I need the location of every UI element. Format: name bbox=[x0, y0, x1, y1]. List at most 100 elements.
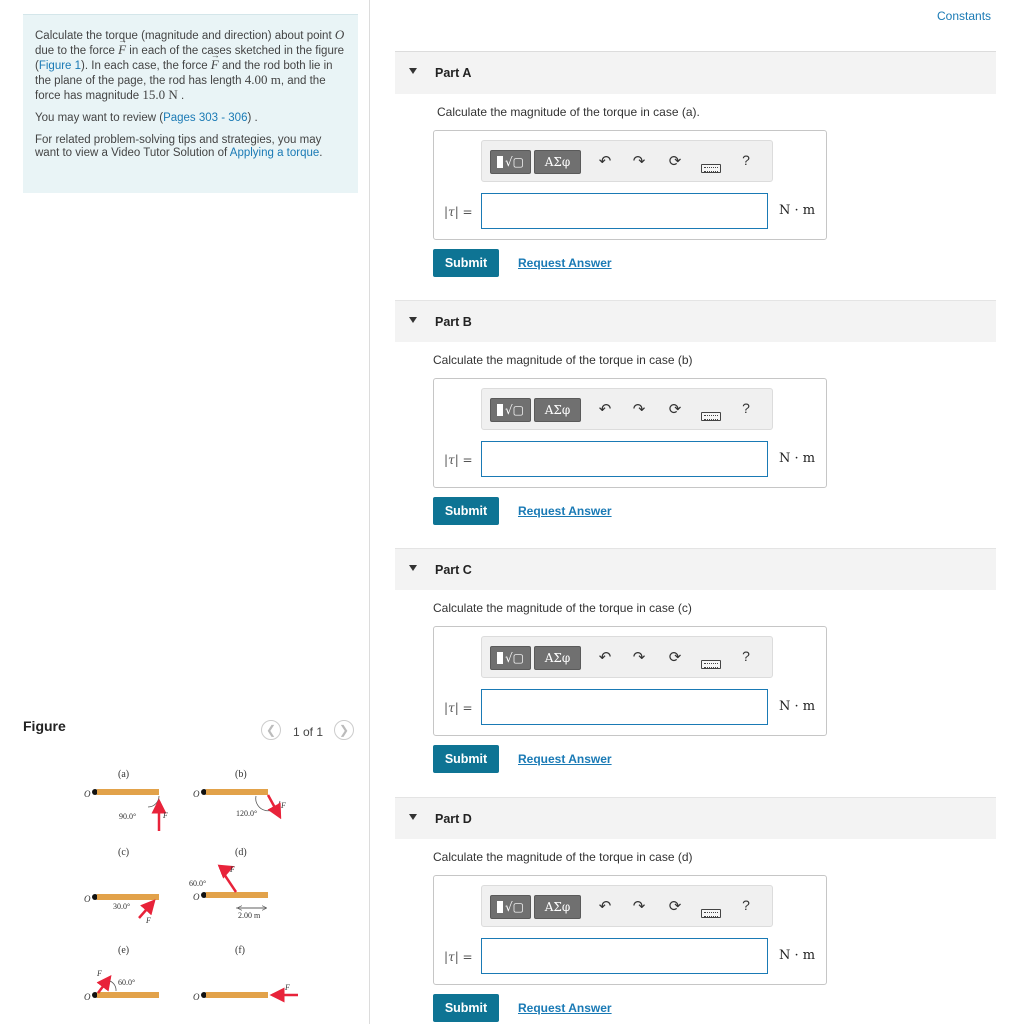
request-answer-link[interactable]: Request Answer bbox=[518, 504, 612, 518]
problem-text: and the rod both lie in the plane of the… bbox=[35, 60, 333, 87]
greek-symbols-button[interactable]: ΑΣφ bbox=[534, 646, 581, 670]
rod-d bbox=[206, 892, 268, 898]
chevron-right-icon[interactable]: ❯ bbox=[334, 720, 354, 740]
tau-magnitude-label: |τ| = bbox=[444, 453, 473, 467]
force-arrow-c bbox=[138, 899, 156, 919]
case-e-label: (e) bbox=[118, 945, 129, 956]
unit-label: N · m bbox=[779, 203, 816, 218]
caret-down-icon[interactable] bbox=[409, 565, 417, 571]
templates-button[interactable]: √▢ bbox=[490, 895, 531, 919]
math-toolbar: √▢ ΑΣφ ↶ ↷ ⟳ ? bbox=[481, 388, 773, 430]
undo-icon[interactable]: ↶ bbox=[598, 152, 612, 170]
answer-input[interactable] bbox=[481, 938, 768, 974]
caret-down-icon[interactable] bbox=[409, 814, 417, 820]
point-o-label: O bbox=[193, 789, 200, 799]
keyboard-icon[interactable] bbox=[701, 164, 721, 173]
rod-b bbox=[206, 789, 268, 795]
reset-icon[interactable]: ⟳ bbox=[668, 400, 682, 418]
help-button[interactable]: ? bbox=[742, 648, 750, 664]
figure-pager-count: 1 of 1 bbox=[293, 725, 324, 739]
part-header[interactable]: Part A bbox=[395, 52, 996, 94]
answer-input[interactable] bbox=[481, 193, 768, 229]
redo-icon[interactable]: ↷ bbox=[632, 648, 646, 666]
submit-button[interactable]: Submit bbox=[433, 994, 499, 1022]
figure-title: Figure bbox=[23, 718, 66, 734]
force-label: F bbox=[96, 969, 102, 978]
templates-glyph: √▢ bbox=[505, 651, 524, 665]
problem-text: ) . bbox=[247, 112, 258, 124]
problem-paragraph-main: Calculate the torque (magnitude and dire… bbox=[35, 28, 348, 103]
caret-down-icon[interactable] bbox=[409, 68, 417, 74]
request-answer-link[interactable]: Request Answer bbox=[518, 256, 612, 270]
answer-box: √▢ ΑΣφ ↶ ↷ ⟳ ? |τ| = N · m bbox=[433, 626, 827, 736]
answer-input[interactable] bbox=[481, 689, 768, 725]
answer-box: √▢ ΑΣφ ↶ ↷ ⟳ ? |τ| = N · m bbox=[433, 130, 827, 240]
problem-text: For related problem-solving tips and str… bbox=[35, 134, 322, 159]
part-question: Calculate the magnitude of the torque in… bbox=[437, 105, 700, 119]
video-tutor-link[interactable]: Applying a torque bbox=[229, 147, 320, 159]
part-title: Part A bbox=[435, 66, 472, 80]
caret-down-icon[interactable] bbox=[409, 317, 417, 323]
answer-input[interactable] bbox=[481, 441, 768, 477]
undo-icon[interactable]: ↶ bbox=[598, 648, 612, 666]
request-answer-link[interactable]: Request Answer bbox=[518, 752, 612, 766]
torque-diagram: (a) O 90.0° F (b) O 120.0° F (c) O 30.0°… bbox=[84, 769, 298, 1003]
part-header[interactable]: Part B bbox=[395, 300, 996, 342]
greek-symbols-button[interactable]: ΑΣφ bbox=[534, 895, 581, 919]
help-button[interactable]: ? bbox=[742, 400, 750, 416]
distance-d-label: 2.00 m bbox=[238, 911, 261, 920]
templates-glyph: √▢ bbox=[505, 900, 524, 914]
angle-c-label: 30.0° bbox=[113, 902, 130, 911]
angle-arc bbox=[109, 980, 117, 992]
reset-icon[interactable]: ⟳ bbox=[668, 648, 682, 666]
force-label: F bbox=[162, 811, 168, 820]
part-header[interactable]: Part D bbox=[395, 797, 996, 839]
submit-button[interactable]: Submit bbox=[433, 745, 499, 773]
problem-text: in each of the cases sketched in the fig… bbox=[35, 45, 345, 72]
case-c-label: (c) bbox=[118, 847, 129, 858]
chevron-left-icon[interactable]: ❮ bbox=[261, 720, 281, 740]
submit-button[interactable]: Submit bbox=[433, 249, 499, 277]
help-button[interactable]: ? bbox=[742, 897, 750, 913]
submit-button[interactable]: Submit bbox=[433, 497, 499, 525]
templates-button[interactable]: √▢ bbox=[490, 150, 531, 174]
constants-link[interactable]: Constants bbox=[937, 9, 992, 23]
pivot-point bbox=[201, 892, 207, 898]
redo-icon[interactable]: ↷ bbox=[632, 152, 646, 170]
keyboard-icon[interactable] bbox=[701, 660, 721, 669]
problem-statement: Calculate the torque (magnitude and dire… bbox=[23, 14, 358, 193]
force-arrow-d-tip bbox=[217, 864, 235, 879]
keyboard-icon[interactable] bbox=[701, 909, 721, 918]
greek-symbols-button[interactable]: ΑΣφ bbox=[534, 150, 581, 174]
angle-b-label: 120.0° bbox=[236, 809, 257, 818]
force-vector-symbol: F bbox=[118, 34, 127, 56]
unit-label: N · m bbox=[779, 451, 816, 466]
force-vector-symbol: F bbox=[211, 49, 220, 71]
templates-button[interactable]: √▢ bbox=[490, 398, 531, 422]
keyboard-icon[interactable] bbox=[701, 412, 721, 421]
case-a-label: (a) bbox=[118, 769, 129, 780]
reset-icon[interactable]: ⟳ bbox=[668, 897, 682, 915]
pages-link[interactable]: Pages 303 - 306 bbox=[163, 112, 248, 124]
part-header[interactable]: Part C bbox=[395, 548, 996, 590]
point-o-label: O bbox=[84, 789, 91, 799]
undo-icon[interactable]: ↶ bbox=[598, 400, 612, 418]
undo-icon[interactable]: ↶ bbox=[598, 897, 612, 915]
math-toolbar: √▢ ΑΣφ ↶ ↷ ⟳ ? bbox=[481, 885, 773, 927]
unit-label: N · m bbox=[779, 948, 816, 963]
math-toolbar: √▢ ΑΣφ ↶ ↷ ⟳ ? bbox=[481, 140, 773, 182]
greek-symbols-button[interactable]: ΑΣφ bbox=[534, 398, 581, 422]
figure-link[interactable]: Figure 1 bbox=[38, 60, 82, 72]
templates-glyph: √▢ bbox=[505, 403, 524, 417]
help-button[interactable]: ? bbox=[742, 152, 750, 168]
redo-icon[interactable]: ↷ bbox=[632, 897, 646, 915]
rod-f bbox=[206, 992, 268, 998]
point-o-label: O bbox=[193, 892, 200, 902]
reset-icon[interactable]: ⟳ bbox=[668, 152, 682, 170]
case-d-label: (d) bbox=[235, 847, 247, 858]
tau-magnitude-label: |τ| = bbox=[444, 950, 473, 964]
redo-icon[interactable]: ↷ bbox=[632, 400, 646, 418]
templates-button[interactable]: √▢ bbox=[490, 646, 531, 670]
request-answer-link[interactable]: Request Answer bbox=[518, 1001, 612, 1015]
part-title: Part D bbox=[435, 812, 472, 826]
